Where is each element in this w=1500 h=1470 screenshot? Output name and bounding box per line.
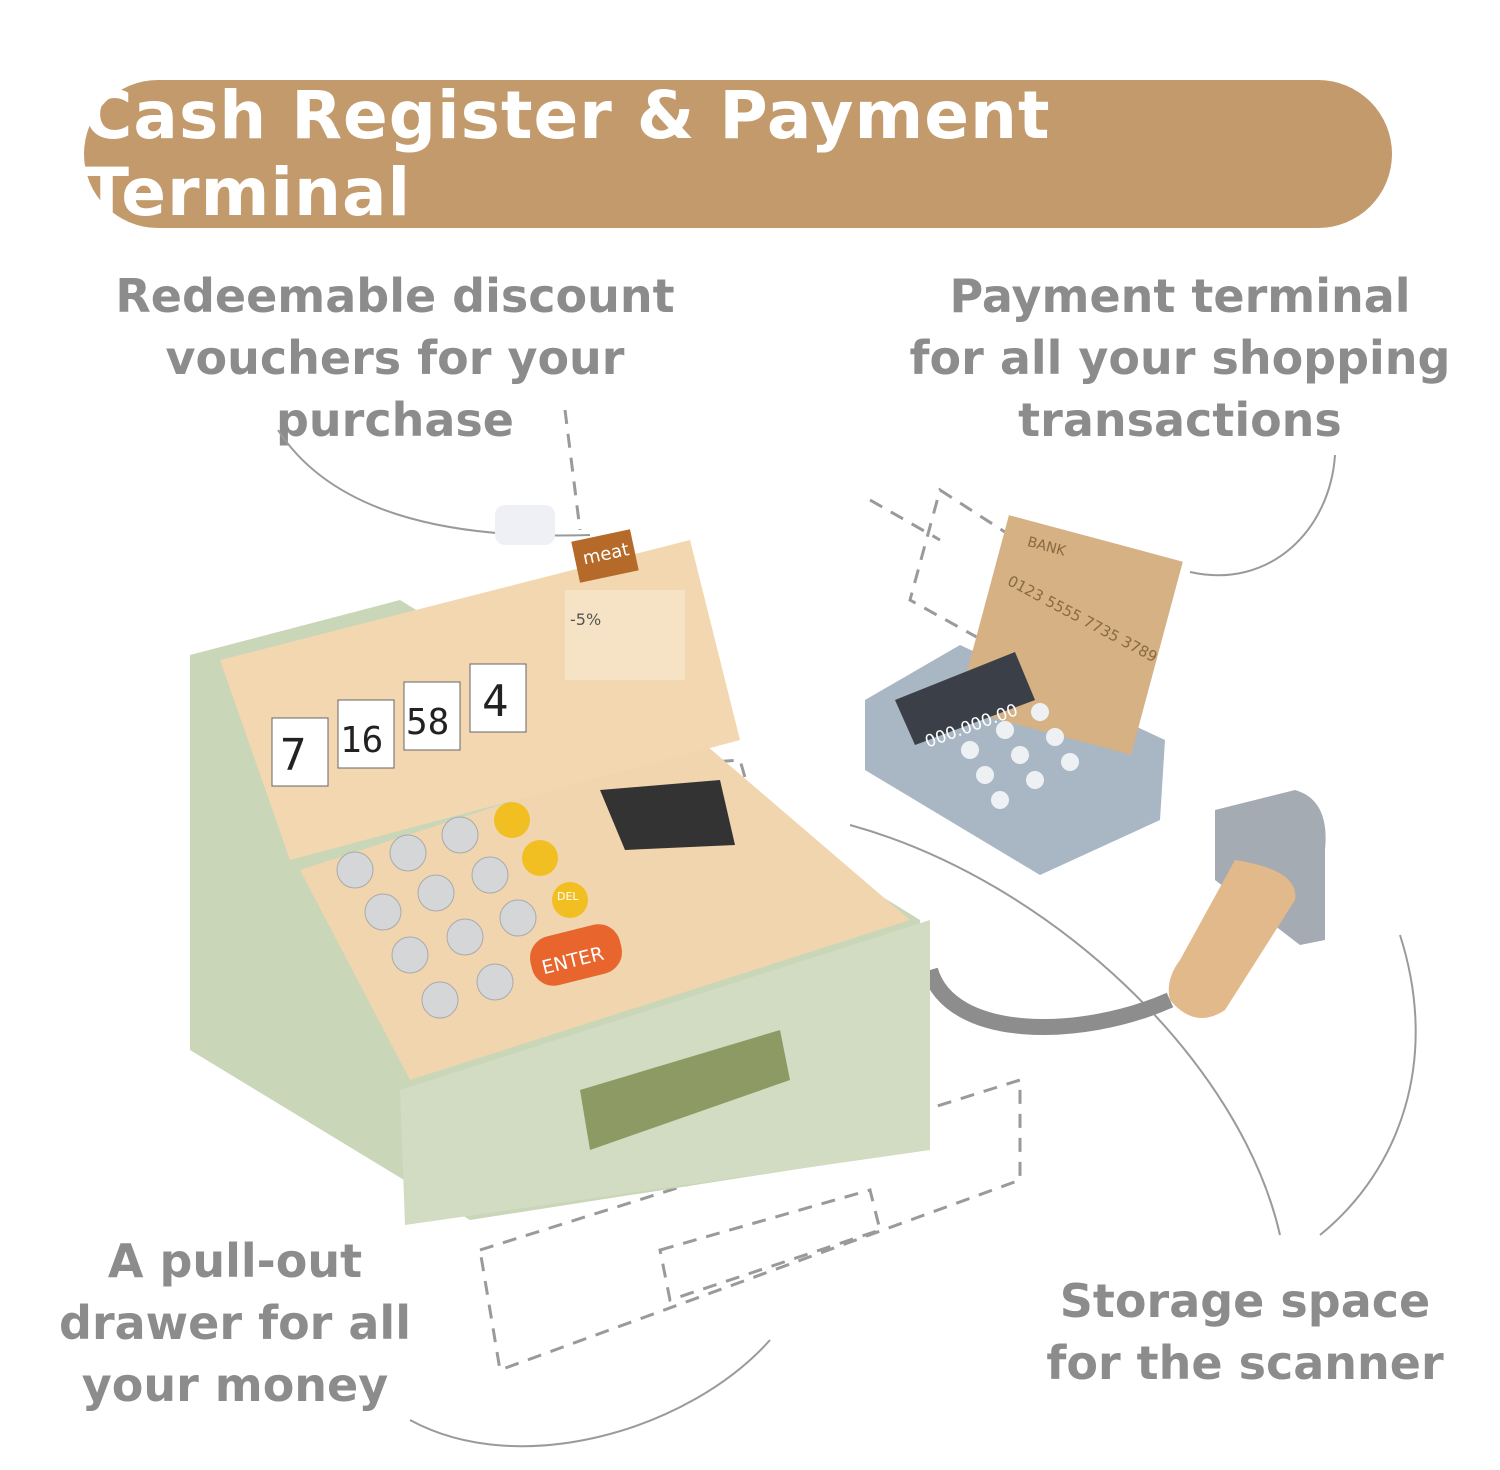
drum-digit: 16	[340, 720, 383, 761]
enter-key[interactable]	[525, 920, 626, 991]
del-key-label: DEL	[557, 890, 579, 903]
caption-storage: Storage space for the scanner	[1046, 1274, 1444, 1390]
scanner-holder	[1215, 790, 1326, 945]
terminal-keys[interactable]	[961, 703, 1079, 809]
caption-drawer: A pull-out drawer for all your money	[59, 1234, 411, 1412]
title-banner: Cash Register & Payment Terminal	[84, 77, 1392, 231]
card-slot	[600, 780, 735, 850]
discount-sticker	[565, 590, 685, 680]
drum-digit: 58	[406, 702, 449, 743]
drawer-handle[interactable]	[580, 1030, 790, 1150]
function-keys[interactable]	[494, 802, 588, 918]
discount-label: -5%	[570, 610, 601, 629]
drum-digit: 4	[482, 676, 509, 727]
number-keys[interactable]	[336, 816, 537, 1019]
caption-vouchers: Redeemable discount vouchers for your pu…	[115, 269, 675, 447]
voucher-tab[interactable]	[571, 529, 639, 583]
scanner-cable	[922, 967, 1174, 1035]
title-text: Cash Register & Payment Terminal	[84, 77, 1051, 231]
drum-digit: 7	[280, 730, 307, 781]
caption-terminal: Payment terminal for all your shopping t…	[909, 269, 1451, 447]
receipt-roll	[495, 505, 555, 545]
number-drums	[271, 663, 527, 787]
scanner-handle[interactable]	[1168, 860, 1296, 1018]
terminal-display	[895, 652, 1035, 745]
